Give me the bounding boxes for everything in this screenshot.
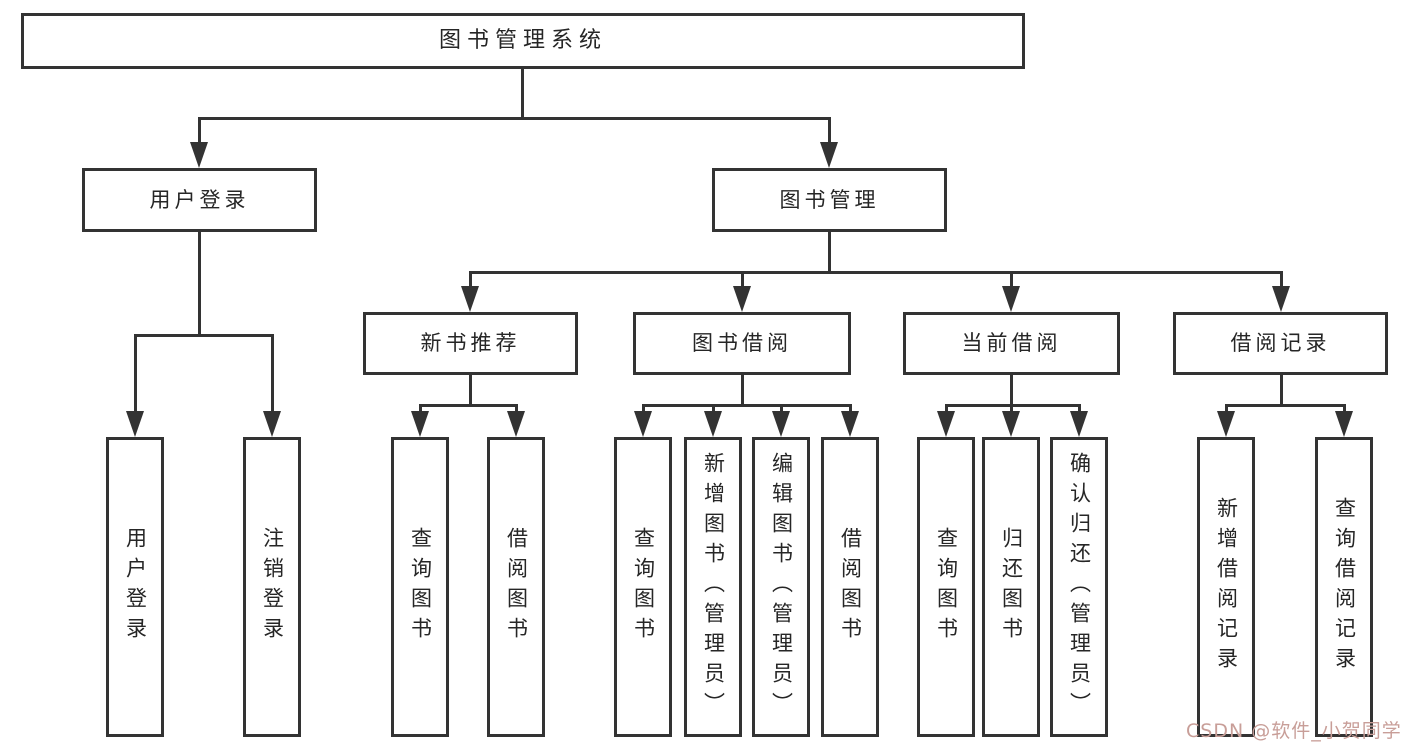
connector-line <box>418 405 422 413</box>
connector-line <box>1279 272 1283 288</box>
connector-line <box>1009 405 1013 413</box>
node-recommend-borrow-book: 借阅图书 <box>487 437 545 737</box>
node-current-query-book: 查询图书 <box>917 437 975 737</box>
connector-line <box>468 272 472 288</box>
connector-line <box>197 116 831 120</box>
connector-line <box>468 375 472 407</box>
node-book-borrow: 图书借阅 <box>633 312 851 375</box>
arrowhead <box>937 411 955 437</box>
node-user-login: 用户登录 <box>82 168 317 232</box>
connector-line <box>779 405 783 413</box>
watermark: CSDN @软件_小贺同学 <box>1186 720 1402 742</box>
connector-line <box>1279 375 1283 407</box>
connector-line <box>1009 272 1013 288</box>
node-current-borrow: 当前借阅 <box>903 312 1120 375</box>
connector-line <box>197 118 201 144</box>
connector-line <box>641 405 645 413</box>
connector-line <box>1009 375 1013 407</box>
connector-line <box>641 403 852 407</box>
arrowhead <box>704 411 722 437</box>
connector-line <box>133 333 274 337</box>
arrowhead <box>126 411 144 437</box>
connector-line <box>848 405 852 413</box>
connector-line <box>1077 405 1081 413</box>
arrowhead <box>1335 411 1353 437</box>
arrowhead <box>1002 286 1020 312</box>
node-records-add-borrow-record: 新增借阅记录 <box>1197 437 1255 737</box>
connector-line <box>1224 405 1228 413</box>
connector-line <box>1342 405 1346 413</box>
connector-line <box>468 270 1283 274</box>
connector-line <box>418 403 518 407</box>
node-borrow-edit-book-admin: 编辑图书（管理员） <box>752 437 810 737</box>
arrowhead <box>820 142 838 168</box>
node-logout: 注销登录 <box>243 437 301 737</box>
node-new-book-recommend: 新书推荐 <box>363 312 578 375</box>
arrowhead <box>507 411 525 437</box>
arrowhead <box>1070 411 1088 437</box>
node-borrow-add-book-admin: 新增图书（管理员） <box>684 437 742 737</box>
node-current-confirm-return-admin: 确认归还（管理员） <box>1050 437 1108 737</box>
connector-line <box>520 69 524 120</box>
connector-line <box>944 405 948 413</box>
node-borrow-borrow-book: 借阅图书 <box>821 437 879 737</box>
connector-line <box>514 405 518 413</box>
arrowhead <box>190 142 208 168</box>
arrowhead <box>461 286 479 312</box>
arrowhead <box>411 411 429 437</box>
node-root: 图书管理系统 <box>21 13 1025 69</box>
connector-line <box>270 335 274 413</box>
node-borrow-query-book: 查询图书 <box>614 437 672 737</box>
connector-line <box>740 375 744 407</box>
arrowhead <box>733 286 751 312</box>
connector-line <box>197 232 201 337</box>
connector-line <box>827 232 831 274</box>
arrowhead <box>1002 411 1020 437</box>
connector-line <box>827 118 831 144</box>
node-book-management: 图书管理 <box>712 168 947 232</box>
arrowhead <box>1272 286 1290 312</box>
arrowhead <box>841 411 859 437</box>
connector-line <box>711 405 715 413</box>
node-records-query-borrow-record: 查询借阅记录 <box>1315 437 1373 737</box>
node-recommend-query-book: 查询图书 <box>391 437 449 737</box>
node-current-return-book: 归还图书 <box>982 437 1040 737</box>
arrowhead <box>772 411 790 437</box>
connector-line <box>133 335 137 413</box>
connector-line <box>944 403 1081 407</box>
connector-line <box>1224 403 1346 407</box>
connector-line <box>740 272 744 288</box>
arrowhead <box>1217 411 1235 437</box>
node-borrow-records: 借阅记录 <box>1173 312 1388 375</box>
node-login: 用户登录 <box>106 437 164 737</box>
arrowhead <box>634 411 652 437</box>
arrowhead <box>263 411 281 437</box>
